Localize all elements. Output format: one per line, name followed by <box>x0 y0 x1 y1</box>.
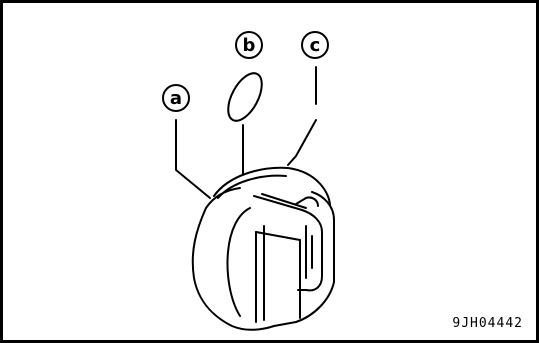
o-ring-part <box>227 72 263 122</box>
callout-a: a <box>162 84 211 199</box>
knob-assembly <box>191 166 335 331</box>
callout-b-label: b <box>243 35 256 56</box>
knob-face-curve <box>226 207 251 317</box>
callout-c-leader <box>287 119 317 166</box>
callout-a-label: a <box>170 88 182 109</box>
knob-body-outline <box>191 191 335 331</box>
knob-face-top-line <box>255 231 301 241</box>
knob-grip-top-line <box>261 193 307 209</box>
figure-id: 9JH04442 <box>452 316 523 331</box>
callout-c-circle <box>301 31 329 59</box>
callout-c: c <box>287 31 329 166</box>
knob-grip-fin <box>253 195 323 292</box>
knob-collar-arc <box>213 166 331 207</box>
callout-b-circle <box>235 31 263 59</box>
knob-collar-inner-arc <box>217 174 287 199</box>
knob-grip-tip <box>295 196 319 207</box>
callout-b: b <box>227 31 263 175</box>
knob-top-edge <box>205 187 241 209</box>
callout-a-leader <box>175 159 211 199</box>
callout-a-circle <box>162 84 190 112</box>
callout-c-label: c <box>310 35 321 56</box>
